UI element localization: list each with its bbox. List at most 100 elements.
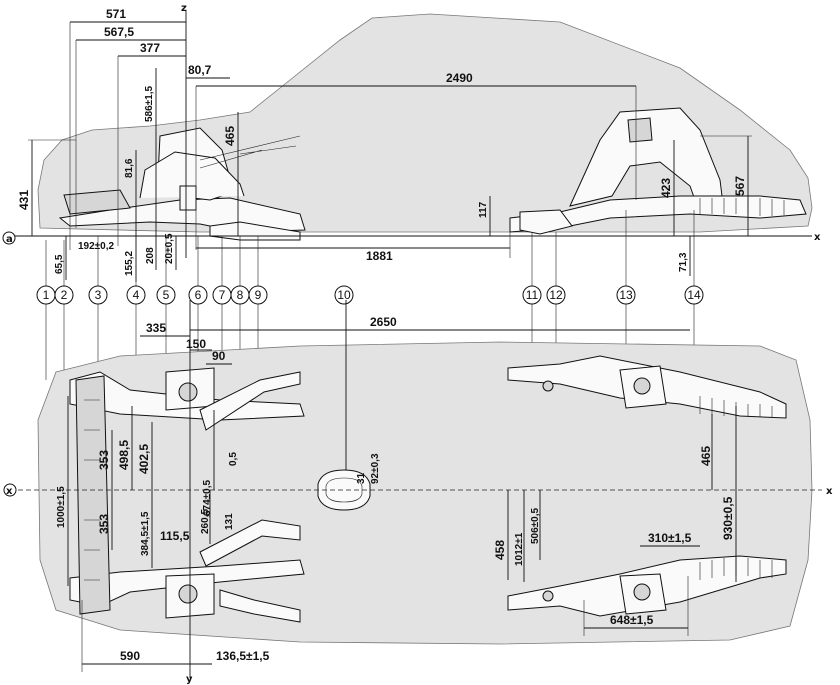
front-arm-upper [199,371,301,431]
dim-71-3: 71,3 [678,252,689,272]
dim-1000: 1000±1,5 [56,486,67,528]
dim-567: 567 [733,176,747,196]
rear-suspension-bracket [519,209,573,235]
dim-586: 586±1,5 [144,85,155,122]
front-wheel-arch [139,151,245,199]
front-crossmember [63,189,131,215]
dim-674: 674±0,5 [202,479,213,516]
front-mount [179,185,197,211]
dim-377: 377 [140,41,160,55]
marker-4: 4 [126,236,146,404]
marker-1: 1 [36,240,56,380]
dim-930: 930±0,5 [721,496,735,540]
dim-2650: 2650 [370,315,397,329]
marker-label-6: 6 [195,288,202,302]
dim-353-b: 353 [97,514,111,534]
marker-circle-6 [188,285,208,305]
dim-80-7: 80,7 [188,63,212,77]
front-crossmember-plan [75,375,111,615]
dim-458: 458 [493,540,507,560]
dim-81-6: 81,6 [124,158,135,178]
dim-353-a: 353 [97,450,111,470]
rear-lower-pivot [542,590,554,602]
front-arm-lower [199,519,301,567]
dim-208: 208 [145,247,156,264]
rear-mount [627,117,653,143]
dim-115-5: 115,5 [160,529,190,543]
z-axis-label: z [181,3,187,14]
origin-symbol [2,231,16,245]
marker-label-7: 7 [219,288,226,302]
dim-92: 92±0,3 [370,453,381,484]
dim-131: 131 [224,513,235,530]
dim-65-5: 65,5 [54,254,65,274]
marker-label-8: 8 [237,288,244,302]
dim-117: 117 [478,201,489,218]
marker-circle-12 [546,285,566,305]
x-axis-label-right: x [826,486,833,497]
dim-465-plan: 465 [699,446,713,466]
marker-circle-2 [54,285,74,305]
marker-circle-4 [126,285,146,305]
marker-label-4: 4 [133,288,140,302]
dim-90: 90 [212,349,226,363]
front-upper-mount-hole [178,382,198,402]
marker-label-14: 14 [687,288,701,302]
marker-circle-3 [88,285,108,305]
dim-567-5: 567,5 [104,25,134,39]
dim-498-5: 498,5 [117,440,131,470]
front-lower-frame [219,589,301,623]
dim-192: 192±0,2 [78,241,115,252]
marker-label-9: 9 [255,288,262,302]
dim-2490: 2490 [446,71,473,85]
plan-view: x x y 2650 335 150 90 353 353 498,5 402,… [3,300,833,685]
dim-648: 648±1,5 [610,613,654,627]
x-axis-label-left: x [6,486,13,497]
dim-506: 506±0,5 [530,507,541,544]
dim-136-5: 136,5±1,5 [216,649,270,663]
side-view: a z x 571 567,5 377 80,7 2490 586±1,5 46… [2,3,821,282]
marker-label-11: 11 [526,288,539,302]
rear-upper-mount-hole [633,377,651,395]
dim-260-5: 260,5 [200,509,211,534]
marker-label-12: 12 [549,288,563,302]
marker-label-13: 13 [619,288,633,302]
marker-10: 10 [334,285,354,305]
plan-origin-symbol [3,483,17,497]
marker-circle-9 [248,285,268,305]
marker-5: 5 [156,236,176,400]
dim-0-5: 0,5 [228,452,239,466]
marker-label-1: 1 [43,288,50,302]
marker-label-10: 10 [337,288,351,302]
dim-31: 31 [356,472,367,484]
rear-upper-pivot [542,380,554,392]
dim-310: 310±1,5 [648,531,692,545]
x-axis-label-side: x [814,232,821,243]
marker-circle-5 [156,285,176,305]
rear-lower-mount-hole [633,583,651,601]
dim-1881: 1881 [366,249,393,263]
dim-1012: 1012±1 [514,532,525,566]
dim-431: 431 [17,190,31,210]
crossmember-lines [84,399,100,581]
dim-402-5: 402,5 [137,444,151,474]
front-lower-mount-hole [178,584,198,604]
front-panel-lines [199,135,301,169]
y-axis-label: y [186,674,193,685]
marker-label-2: 2 [61,288,68,302]
dim-155-2: 155,2 [124,251,135,276]
dim-335: 335 [146,321,166,335]
marker-circle-14 [684,285,704,305]
dim-590: 590 [120,649,140,663]
dim-465-top: 465 [223,126,237,146]
dim-384-5: 384,5±1,5 [140,511,151,556]
marker-circle-11 [522,285,542,305]
dim-423: 423 [659,178,673,198]
marker-label-3: 3 [95,288,102,302]
marker-label-5: 5 [163,288,170,302]
dim-20: 20±0,5 [164,233,175,264]
origin-label: a [6,234,13,245]
